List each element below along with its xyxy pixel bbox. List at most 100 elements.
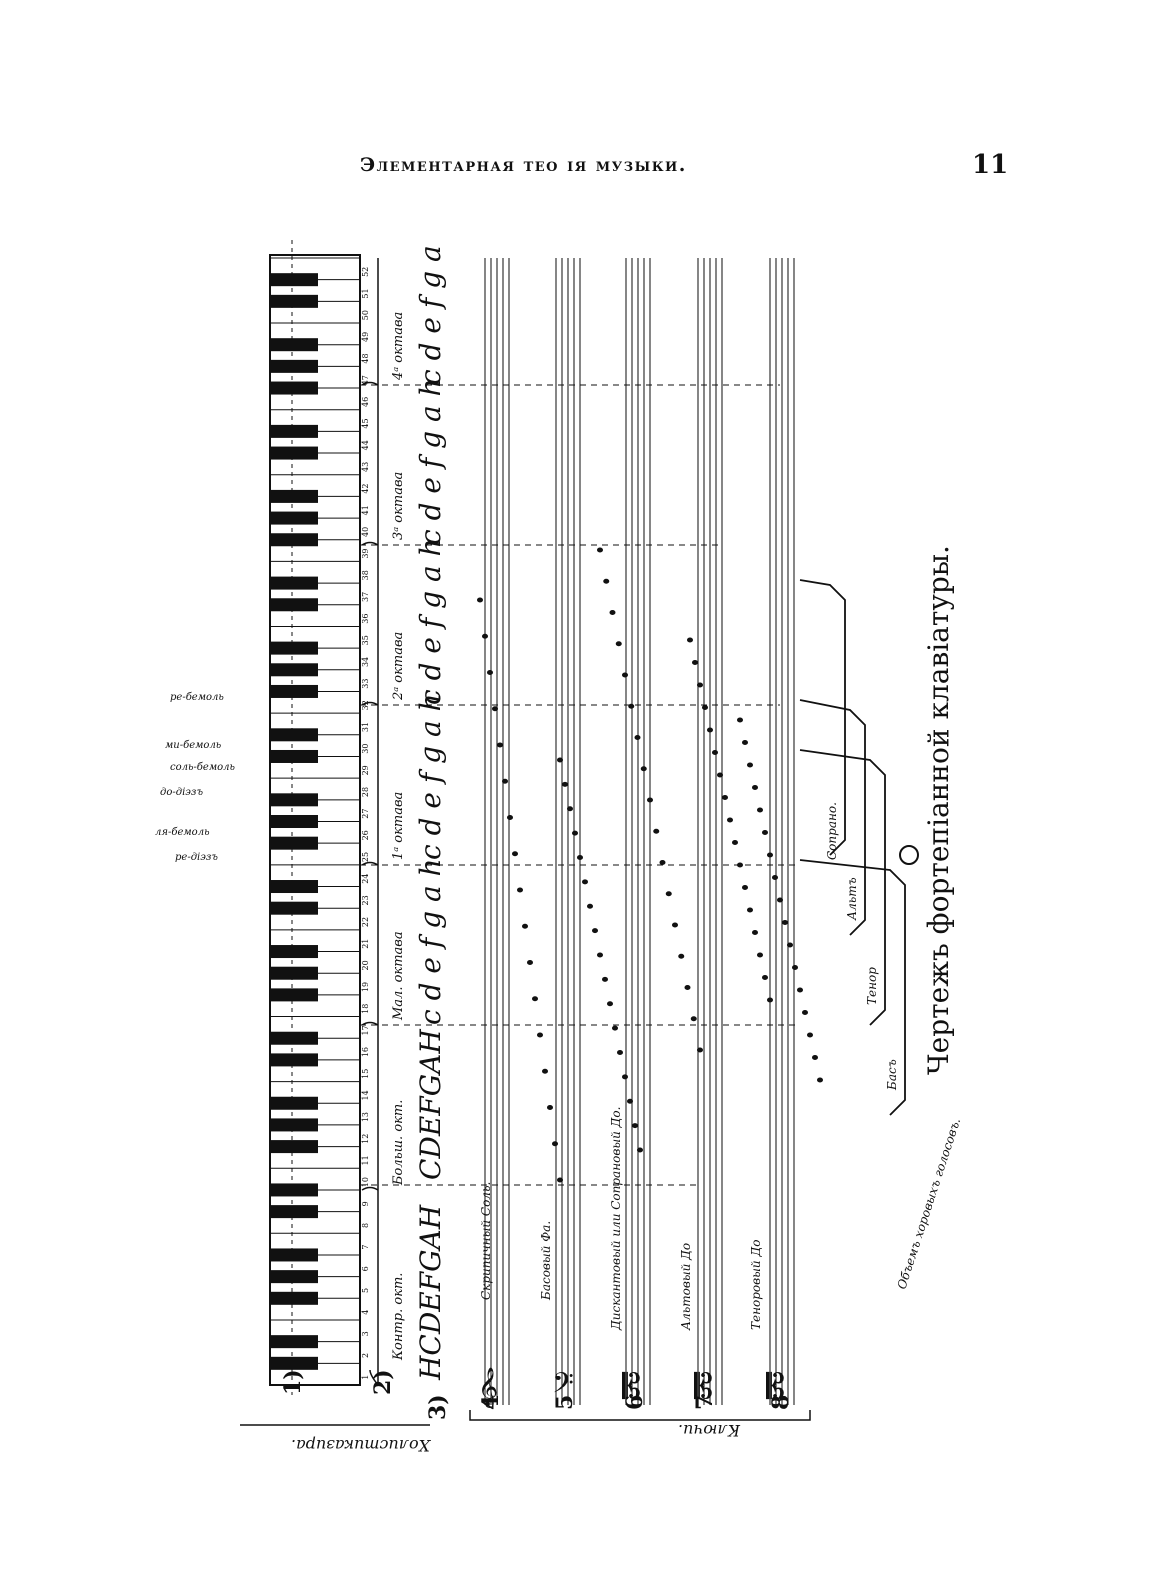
row-number-4: 4 [478, 1395, 504, 1410]
black-key [270, 424, 318, 438]
accidental-labels: ре-бемоль ми-бемоль соль-бемоль до-діэзъ… [155, 692, 235, 863]
black-key [270, 988, 318, 1002]
note-head [577, 855, 583, 860]
tenor-bracket [799, 749, 886, 1026]
black-key [270, 338, 318, 352]
key-number: 37 [361, 592, 370, 602]
note-head [684, 985, 691, 990]
page-header: Элементарная тео ія музыки. 11 [0, 150, 1163, 190]
key-number: 20 [361, 960, 370, 970]
note-head [622, 1074, 628, 1080]
note-head [482, 633, 488, 639]
note-head [697, 682, 703, 688]
note-head [592, 928, 598, 934]
note-head [627, 1098, 633, 1104]
note-head [557, 1177, 563, 1183]
octave-label-first: 1ᵃ октава [391, 792, 406, 860]
black-key [270, 1248, 318, 1262]
note-head [752, 930, 758, 935]
key-number: 43 [361, 462, 370, 472]
note-head [722, 795, 728, 800]
key-number: 38 [361, 570, 370, 580]
row-number-5: 5 [552, 1395, 578, 1410]
key-number: 12 [361, 1134, 370, 1144]
note-head [712, 750, 718, 755]
key-number: 8 [361, 1223, 370, 1228]
key-number: 15 [361, 1069, 370, 1079]
black-key [270, 945, 318, 959]
note-head [612, 1025, 618, 1031]
alto-bracket [799, 699, 866, 936]
key-number: 26 [361, 830, 370, 840]
letters-great: CDEFGAH [414, 1029, 447, 1180]
piano-keyboard [269, 240, 361, 1395]
note-head [537, 1032, 543, 1038]
side-label-left: Холистиказира. [291, 1436, 432, 1455]
note-head [622, 672, 628, 678]
black-key [270, 966, 318, 980]
note-head [617, 1050, 623, 1055]
note-head [542, 1068, 548, 1074]
clef-labels: Скрипичный Соль. Басовый Фа. Дискантовый… [479, 1107, 763, 1331]
staff-notes [477, 547, 823, 1183]
octave-labels: Контр. окт. Больш. окт. Мал. октава 1ᵃ о… [391, 312, 406, 1361]
note-head [477, 597, 483, 603]
note-head [777, 897, 783, 903]
note-head [634, 735, 641, 740]
clef-label-alto: Альтовый До [679, 1243, 693, 1331]
note-head [747, 907, 753, 913]
note-head [767, 997, 773, 1003]
row-number-6: 6 [622, 1395, 648, 1410]
key-number: 4 [361, 1310, 370, 1315]
key-number: 30 [361, 744, 370, 754]
note-head [632, 1123, 638, 1129]
bass-clef-icon: 𝄢 [552, 1367, 574, 1407]
note-head [767, 852, 773, 858]
voice-label-bass: Басъ [885, 1059, 899, 1091]
clef-label-treble: Скрипичный Соль. [479, 1182, 493, 1300]
key-number: 27 [361, 809, 370, 819]
note-head [807, 1032, 813, 1038]
black-key [270, 663, 318, 677]
letters-fourth: c d e f g a [414, 245, 447, 385]
black-key [270, 1335, 318, 1349]
running-title: Элементарная тео ія музыки. [360, 154, 687, 176]
note-head [607, 1001, 613, 1007]
page-number: 11 [972, 150, 1009, 180]
key-number: 48 [361, 353, 370, 363]
note-head [659, 860, 666, 865]
key-number: 39 [361, 548, 370, 558]
black-key [270, 381, 318, 395]
black-key [270, 641, 318, 655]
note-head [782, 920, 788, 925]
key-number: 41 [361, 505, 370, 515]
sharp-label-1: до-діэзъ [160, 787, 203, 798]
row-number-7: 7 [692, 1395, 718, 1410]
black-key [270, 489, 318, 503]
note-head [672, 922, 678, 928]
note-head [497, 742, 503, 748]
voice-label-alto: Альтъ [845, 877, 859, 921]
note-head [792, 965, 798, 970]
key-number: 6 [361, 1266, 370, 1271]
key-number: 25 [361, 852, 370, 862]
letters-third: c d e f g a h [414, 378, 447, 545]
note-head [797, 987, 803, 993]
key-number: 35 [361, 635, 370, 645]
black-key [270, 359, 318, 373]
key-number: 24 [361, 874, 370, 884]
black-key [270, 1356, 318, 1370]
black-key [270, 446, 318, 460]
key-number: 33 [361, 679, 370, 689]
note-head [637, 1147, 643, 1153]
note-head [615, 641, 622, 647]
note-head [690, 1016, 697, 1022]
note-head [552, 1141, 558, 1147]
note-head [737, 717, 743, 723]
octave-braces [361, 258, 379, 1386]
octave-label-fourth: 4ᵃ октава [391, 312, 406, 381]
flat-label-4: ля-бемоль [155, 827, 210, 838]
clef-label-bass: Басовый Фа. [539, 1221, 553, 1301]
key-number: 10 [361, 1177, 370, 1187]
note-head [747, 762, 753, 768]
